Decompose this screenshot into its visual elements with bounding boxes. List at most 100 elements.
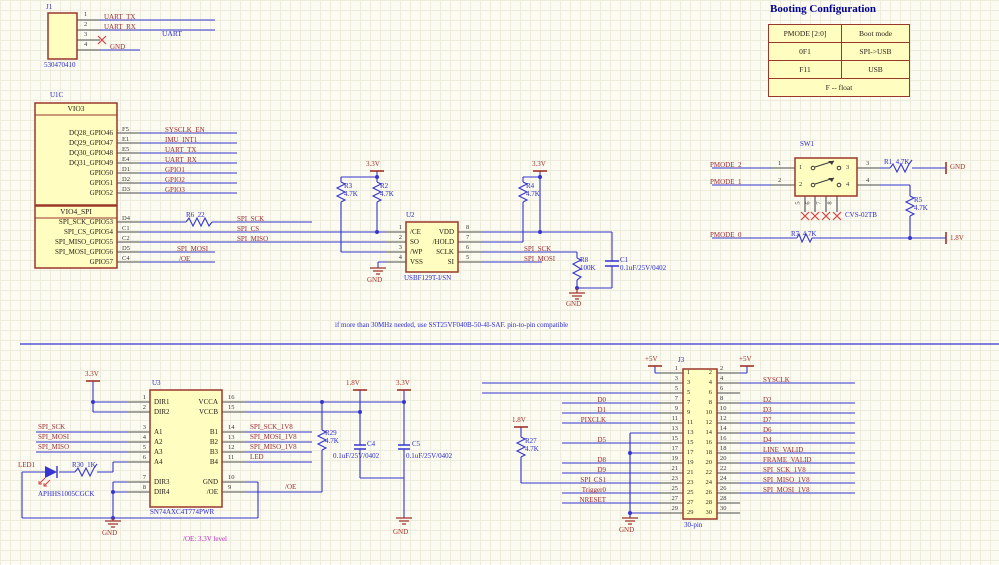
r3-refdes: R3 bbox=[344, 182, 353, 190]
r4-value: 4.7K bbox=[526, 190, 540, 198]
resistor-r3 bbox=[335, 181, 347, 203]
net-label-spi-cs: SPI_CS bbox=[237, 225, 260, 233]
net-label-pmode2: PMODE_2 bbox=[710, 161, 742, 169]
sw1-pin4-out: 4 bbox=[866, 177, 870, 184]
net-label-pmode0: PMODE_0 bbox=[710, 231, 742, 239]
u3-part-number: SN74AXC4T774PWR bbox=[150, 508, 215, 516]
gnd-c45 bbox=[396, 517, 412, 525]
power-label-33v-u3: 3.3V bbox=[85, 370, 99, 378]
power-label-18v-c4: 1.8V bbox=[346, 379, 360, 387]
gnd-label-j3: GND bbox=[619, 526, 635, 534]
u1c-section-vio3: VIO3 bbox=[67, 104, 85, 113]
power-label-33v-c5: 3.3V bbox=[396, 379, 410, 387]
junction-dots bbox=[91, 175, 912, 520]
u3-body[interactable] bbox=[149, 389, 223, 508]
power-label-33v: 3.3V bbox=[532, 160, 546, 168]
c1-value: 0.1uF/25V/0402 bbox=[620, 264, 667, 272]
sw1-pin3-in: 3 bbox=[846, 164, 850, 171]
net-label-spi-miso: SPI_MISO bbox=[237, 235, 269, 243]
gnd-port-label: GND bbox=[950, 163, 966, 171]
gnd-label: GND bbox=[566, 300, 582, 308]
pin-row: 9/OE bbox=[206, 484, 232, 496]
resistor-r30 bbox=[74, 463, 98, 478]
gnd-label-u3: GND bbox=[102, 529, 118, 537]
j3-refdes: J3 bbox=[678, 356, 685, 364]
sw1-part-number: CVS-02TB bbox=[845, 211, 877, 219]
r4-refdes: R4 bbox=[526, 182, 535, 190]
capacitor-c5 bbox=[398, 444, 410, 450]
net-label-spi-miso-1v8: SPI_MISO_1V8 bbox=[250, 443, 297, 451]
sw1-body[interactable] bbox=[794, 157, 858, 197]
net-label-oe: /OE bbox=[179, 255, 191, 263]
sw1-pin4-in: 4 bbox=[846, 181, 850, 188]
uart-section-label: UART bbox=[162, 29, 182, 38]
no-connect-marks bbox=[97, 35, 842, 221]
gnd-symbols bbox=[105, 267, 638, 528]
led1-refdes: LED1 bbox=[18, 461, 36, 469]
sw1-pin7: 7 bbox=[815, 201, 823, 205]
gnd-u3 bbox=[105, 518, 121, 528]
gnd-u2-vss bbox=[370, 267, 386, 275]
net-label-oe-u3: /OE bbox=[285, 483, 297, 491]
resistor-r1 bbox=[889, 159, 913, 174]
led-symbol[interactable] bbox=[38, 466, 58, 487]
capacitors[interactable] bbox=[354, 260, 619, 450]
boot-table-header: PMODE [2:0]Boot mode bbox=[769, 25, 909, 43]
r30-label: R30 1K bbox=[72, 461, 96, 469]
led-emission-arrows bbox=[38, 477, 51, 487]
r2-value: 4.7K bbox=[380, 190, 394, 198]
u2-body[interactable] bbox=[405, 221, 459, 273]
u1c-vio4-body[interactable] bbox=[34, 205, 118, 269]
r8-value: 100K bbox=[580, 264, 596, 272]
j1-part-number: 530470410 bbox=[44, 61, 76, 69]
sw1-refdes: SW1 bbox=[800, 140, 814, 148]
sw1-switch-glyphs[interactable] bbox=[810, 160, 842, 188]
net-label-spi-sck-1v8: SPI_SCK_1V8 bbox=[250, 423, 293, 431]
resistor-r8 bbox=[571, 257, 583, 281]
component-bodies bbox=[34, 12, 858, 520]
net-label-spi-mosi-u3: SPI_MOSI bbox=[38, 433, 70, 441]
j3-body[interactable] bbox=[682, 368, 718, 520]
pin-stubs bbox=[77, 19, 880, 514]
sw1-pin2-in: 2 bbox=[799, 181, 803, 188]
r3-value: 4.7K bbox=[344, 190, 358, 198]
sw1-pin3-out: 3 bbox=[866, 160, 870, 167]
sw1-pin1-out: 1 bbox=[778, 160, 782, 167]
resistors[interactable] bbox=[74, 159, 916, 478]
u1c-section-underlines bbox=[35, 114, 117, 219]
power-label-5v-r: +5V bbox=[739, 355, 752, 363]
resistor-r7 bbox=[796, 232, 813, 244]
r29-refdes: R29 bbox=[325, 429, 337, 437]
r5-refdes: R5 bbox=[914, 196, 923, 204]
j1-body[interactable] bbox=[47, 12, 78, 60]
c5-value: 0.1uF/25V/0402 bbox=[406, 452, 453, 460]
sw1-pin8: 8 bbox=[826, 201, 834, 205]
u3-refdes: U3 bbox=[152, 379, 161, 387]
u1c-vio3-body[interactable] bbox=[34, 102, 118, 206]
c4-refdes: C4 bbox=[367, 440, 376, 448]
led1-part-number: APHHS1005CGCK bbox=[38, 490, 95, 498]
flash-compat-note: if more than 30MHz needed, use SST25VF04… bbox=[335, 321, 569, 329]
boot-config-title: Booting Configuration bbox=[770, 3, 877, 15]
resistor-r29 bbox=[316, 429, 328, 451]
r1-label: R1 4.7K bbox=[884, 158, 910, 166]
